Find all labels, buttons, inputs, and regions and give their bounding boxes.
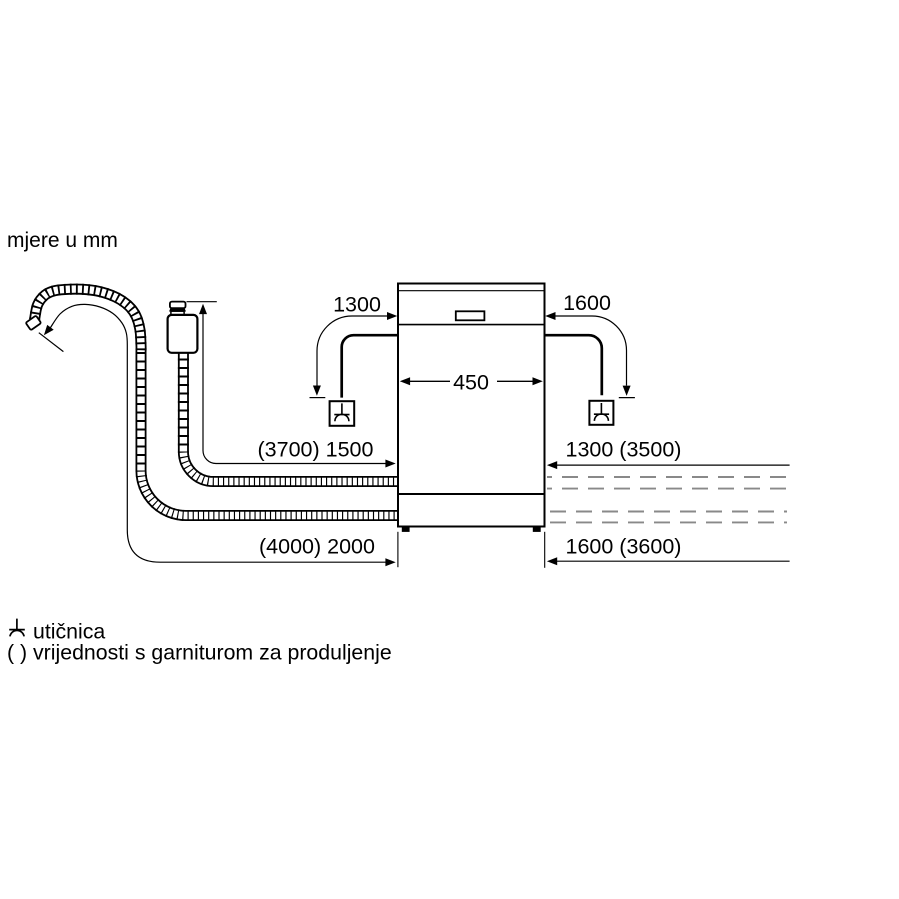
- svg-text:1600 (3600): 1600 (3600): [566, 534, 682, 558]
- svg-text:(4000) 2000: (4000) 2000: [259, 534, 375, 558]
- svg-text:1300 (3500): 1300 (3500): [566, 438, 682, 462]
- svg-text:utičnica: utičnica: [33, 619, 105, 643]
- svg-text:1600: 1600: [563, 291, 611, 315]
- svg-text:mjere u mm: mjere u mm: [7, 229, 118, 252]
- svg-text:( ) vrijednosti s garniturom z: ( ) vrijednosti s garniturom za produlje…: [7, 641, 392, 665]
- svg-text:1300: 1300: [333, 293, 381, 317]
- svg-text:450: 450: [453, 371, 489, 395]
- svg-text:(3700) 1500: (3700) 1500: [258, 437, 374, 461]
